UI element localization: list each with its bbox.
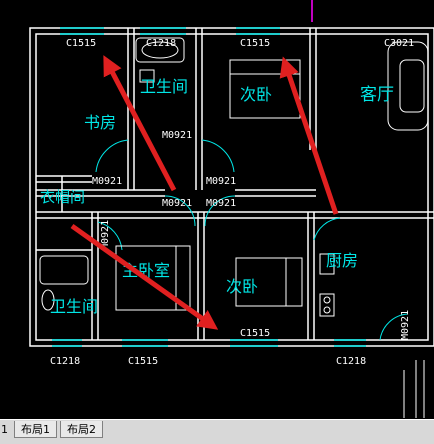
room-label-study: 书房 [84,113,116,132]
code-door-study-side: M0921 [92,176,122,187]
room-label-living: 客厅 [360,85,394,105]
code-door-cloakroom: M0921 [100,220,111,250]
code-door-kitchen: M0921 [400,310,411,340]
code-win-living: C3021 [384,38,414,49]
room-label-bath-bottom: 卫生间 [50,297,98,316]
tab-layout-1[interactable]: 布局1 [14,421,57,438]
room-label-bath-top: 卫生间 [140,77,188,96]
windows [52,27,366,347]
arrow-to-study-window [103,55,177,192]
model-tab-marker[interactable]: 1 [1,423,8,436]
code-win-bath: C1218 [146,38,176,49]
code-win-bedroom-top: C1515 [240,38,270,49]
arrow-to-bedroom-bottom-window [70,223,219,330]
room-label-kitchen: 厨房 [326,251,358,270]
furniture [39,37,429,317]
code-door-bedroom-top: M0921 [206,176,236,187]
code-win-bedroom-bottom: C1515 [240,328,270,339]
code-door-master: M0921 [162,198,192,209]
code-win-kitchen: C1218 [336,356,366,367]
room-label-master: 主卧室 [122,261,170,280]
code-win-bath-bottom: C1218 [50,356,80,367]
annotation-arrows [70,55,339,330]
room-label-bedroom-top: 次卧 [240,85,272,104]
arrow-to-bedroom-window [279,56,339,215]
room-label-bedroom-bottom: 次卧 [226,277,258,296]
tab-layout-2[interactable]: 布局2 [60,421,103,438]
code-win-master: C1515 [128,356,158,367]
room-label-cloakroom: 衣帽间 [40,188,85,206]
edge-details [403,360,425,418]
code-win-study: C1515 [66,38,96,49]
code-door-bedroom-bottom: M0921 [206,198,236,209]
code-door-study: M0921 [162,130,192,141]
